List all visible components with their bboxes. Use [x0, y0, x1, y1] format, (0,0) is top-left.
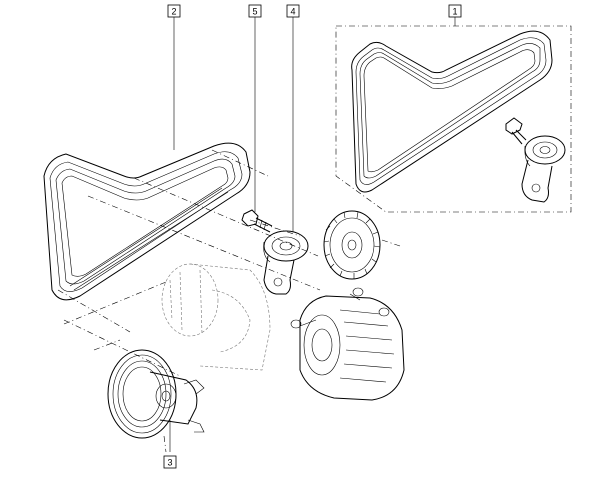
alternator-icon	[290, 287, 405, 401]
callout-leaders	[169, 16, 456, 452]
main-multi-v-belt	[43, 142, 251, 301]
callout-3: 3	[163, 455, 177, 469]
tensioner-icon	[263, 230, 309, 295]
svg-text:1: 1	[452, 7, 457, 17]
crankshaft-pulley-icon	[107, 349, 205, 439]
bolt-icon	[241, 209, 273, 233]
kit-dashed-frame	[335, 25, 572, 213]
assembly-axis-lines	[57, 149, 401, 453]
kit-tensioner-icon	[521, 135, 566, 203]
callout-5: 5	[248, 4, 262, 18]
kit-belt	[351, 30, 553, 193]
callout-1: 1	[448, 4, 462, 18]
ghost-engine-component	[161, 263, 271, 371]
svg-text:5: 5	[252, 7, 257, 17]
svg-text:4: 4	[290, 7, 295, 17]
pulley-gear-icon	[323, 210, 381, 280]
svg-text:2: 2	[171, 7, 176, 17]
callout-4: 4	[286, 4, 300, 18]
svg-text:3: 3	[167, 458, 172, 468]
kit-bolt-icon	[505, 117, 527, 145]
callout-2: 2	[167, 4, 181, 18]
